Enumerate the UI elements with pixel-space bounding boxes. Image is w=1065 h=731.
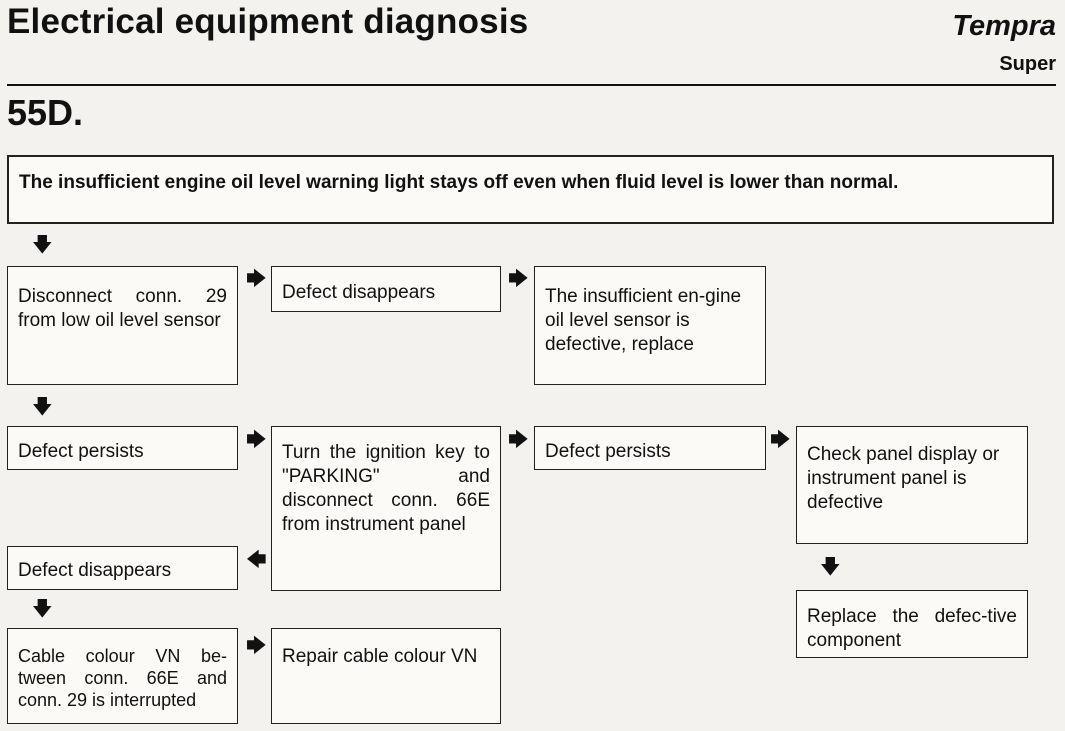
action-repair-cable: Repair cable colour VN [271,628,501,724]
result-defect-persists-2: Defect persists [534,426,766,470]
arrow-right-icon: 🡆 [246,633,267,657]
arrow-down-icon: 🡇 [32,394,53,418]
result-defect-persists-1: Defect persists [7,426,238,470]
model-name: Tempra [952,10,1056,42]
model-variant: Super [999,53,1056,75]
result-defect-disappears-1: Defect disappears [271,266,501,312]
fault-description-box: The insufficient engine oil level warnin… [7,155,1054,224]
result-sensor-defective: The insufficient en-gine oil level senso… [534,266,766,385]
page-title: Electrical equipment diagnosis [7,2,529,41]
arrow-left-icon: 🡄 [246,547,267,571]
arrow-down-icon: 🡇 [820,554,841,578]
arrow-right-icon: 🡆 [508,427,529,451]
header-divider [7,84,1056,86]
arrow-right-icon: 🡆 [246,266,267,290]
result-defect-disappears-2: Defect disappears [7,546,238,590]
result-cable-interrupted: Cable colour VN be-tween conn. 66E and c… [7,628,238,724]
arrow-down-icon: 🡇 [32,596,53,620]
action-replace-component: Replace the defec-tive component [796,590,1028,658]
arrow-right-icon: 🡆 [508,266,529,290]
arrow-right-icon: 🡆 [246,427,267,451]
step-disconnect-conn-29: Disconnect conn. 29 from low oil level s… [7,266,238,385]
procedure-code: 55D. [7,92,84,133]
result-check-panel: Check panel display or instrument panel … [796,426,1028,544]
arrow-down-icon: 🡇 [32,232,53,256]
arrow-right-icon: 🡆 [770,427,791,451]
step-turn-ignition-key: Turn the ignition key to "PARKING" and d… [271,426,501,591]
